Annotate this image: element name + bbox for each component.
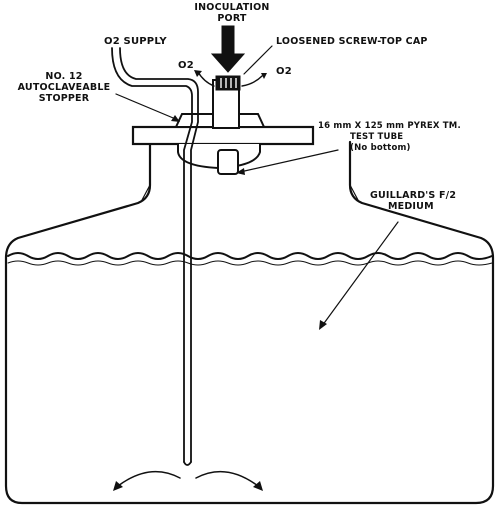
label-inoculation-port-2: PORT: [217, 13, 247, 24]
circulation-arrow-left-head: [113, 481, 123, 491]
leader-stopper: [115, 93, 179, 121]
medium-surface: [7, 252, 493, 260]
tube-tip: [183, 461, 192, 466]
label-inoculation-port-1: INOCULATION: [194, 2, 269, 13]
leader-test-tube: [239, 149, 339, 173]
label-medium-2: MEDIUM: [388, 201, 434, 212]
flange-plate: [131, 125, 315, 146]
o2-arrow-left-head: [194, 70, 202, 77]
leader-test-tube-head: [236, 168, 245, 175]
shoulder-line-right: [349, 184, 359, 201]
label-loosened-cap: LOOSENED SCREW-TOP CAP: [276, 36, 428, 47]
o2-supply-tube-inner: [119, 47, 199, 463]
circulation-arrow-left: [117, 470, 181, 487]
leader-stopper-head: [171, 115, 180, 122]
o2-arrow-right: [241, 75, 263, 87]
leader-cap: [243, 45, 273, 75]
test-tube-lower: [217, 149, 239, 175]
leader-medium-head: [319, 320, 327, 330]
shoulder-line-left: [141, 184, 151, 201]
label-stopper-3: STOPPER: [39, 93, 90, 104]
cap-ridges: [220, 78, 237, 88]
label-o2-right: O2: [276, 66, 292, 77]
circulation-arrow-right-head: [253, 481, 263, 491]
inoculation-arrow: [210, 25, 246, 73]
label-test-tube-3: (No bottom): [350, 143, 411, 153]
o2-arrow-left: [197, 71, 215, 87]
label-o2-left: O2: [178, 60, 194, 71]
o2-arrow-right-head: [261, 73, 267, 79]
screw-cap: [215, 75, 241, 91]
label-test-tube-2: TEST TUBE: [350, 132, 403, 142]
label-stopper-2: AUTOCLAVEABLE: [18, 82, 111, 93]
leader-medium: [321, 221, 399, 327]
carboy-outline: [4, 140, 495, 505]
label-o2-supply: O2 SUPPLY: [104, 36, 167, 47]
o2-supply-tube-outer: [111, 47, 193, 463]
label-stopper-1: NO. 12: [45, 71, 82, 82]
label-test-tube-1: 16 mm X 125 mm PYREX TM.: [318, 121, 461, 131]
label-medium-1: GUILLARD'S F/2: [370, 190, 456, 201]
medium-surface-2: [7, 260, 493, 266]
circulation-arrow-right: [195, 470, 259, 487]
